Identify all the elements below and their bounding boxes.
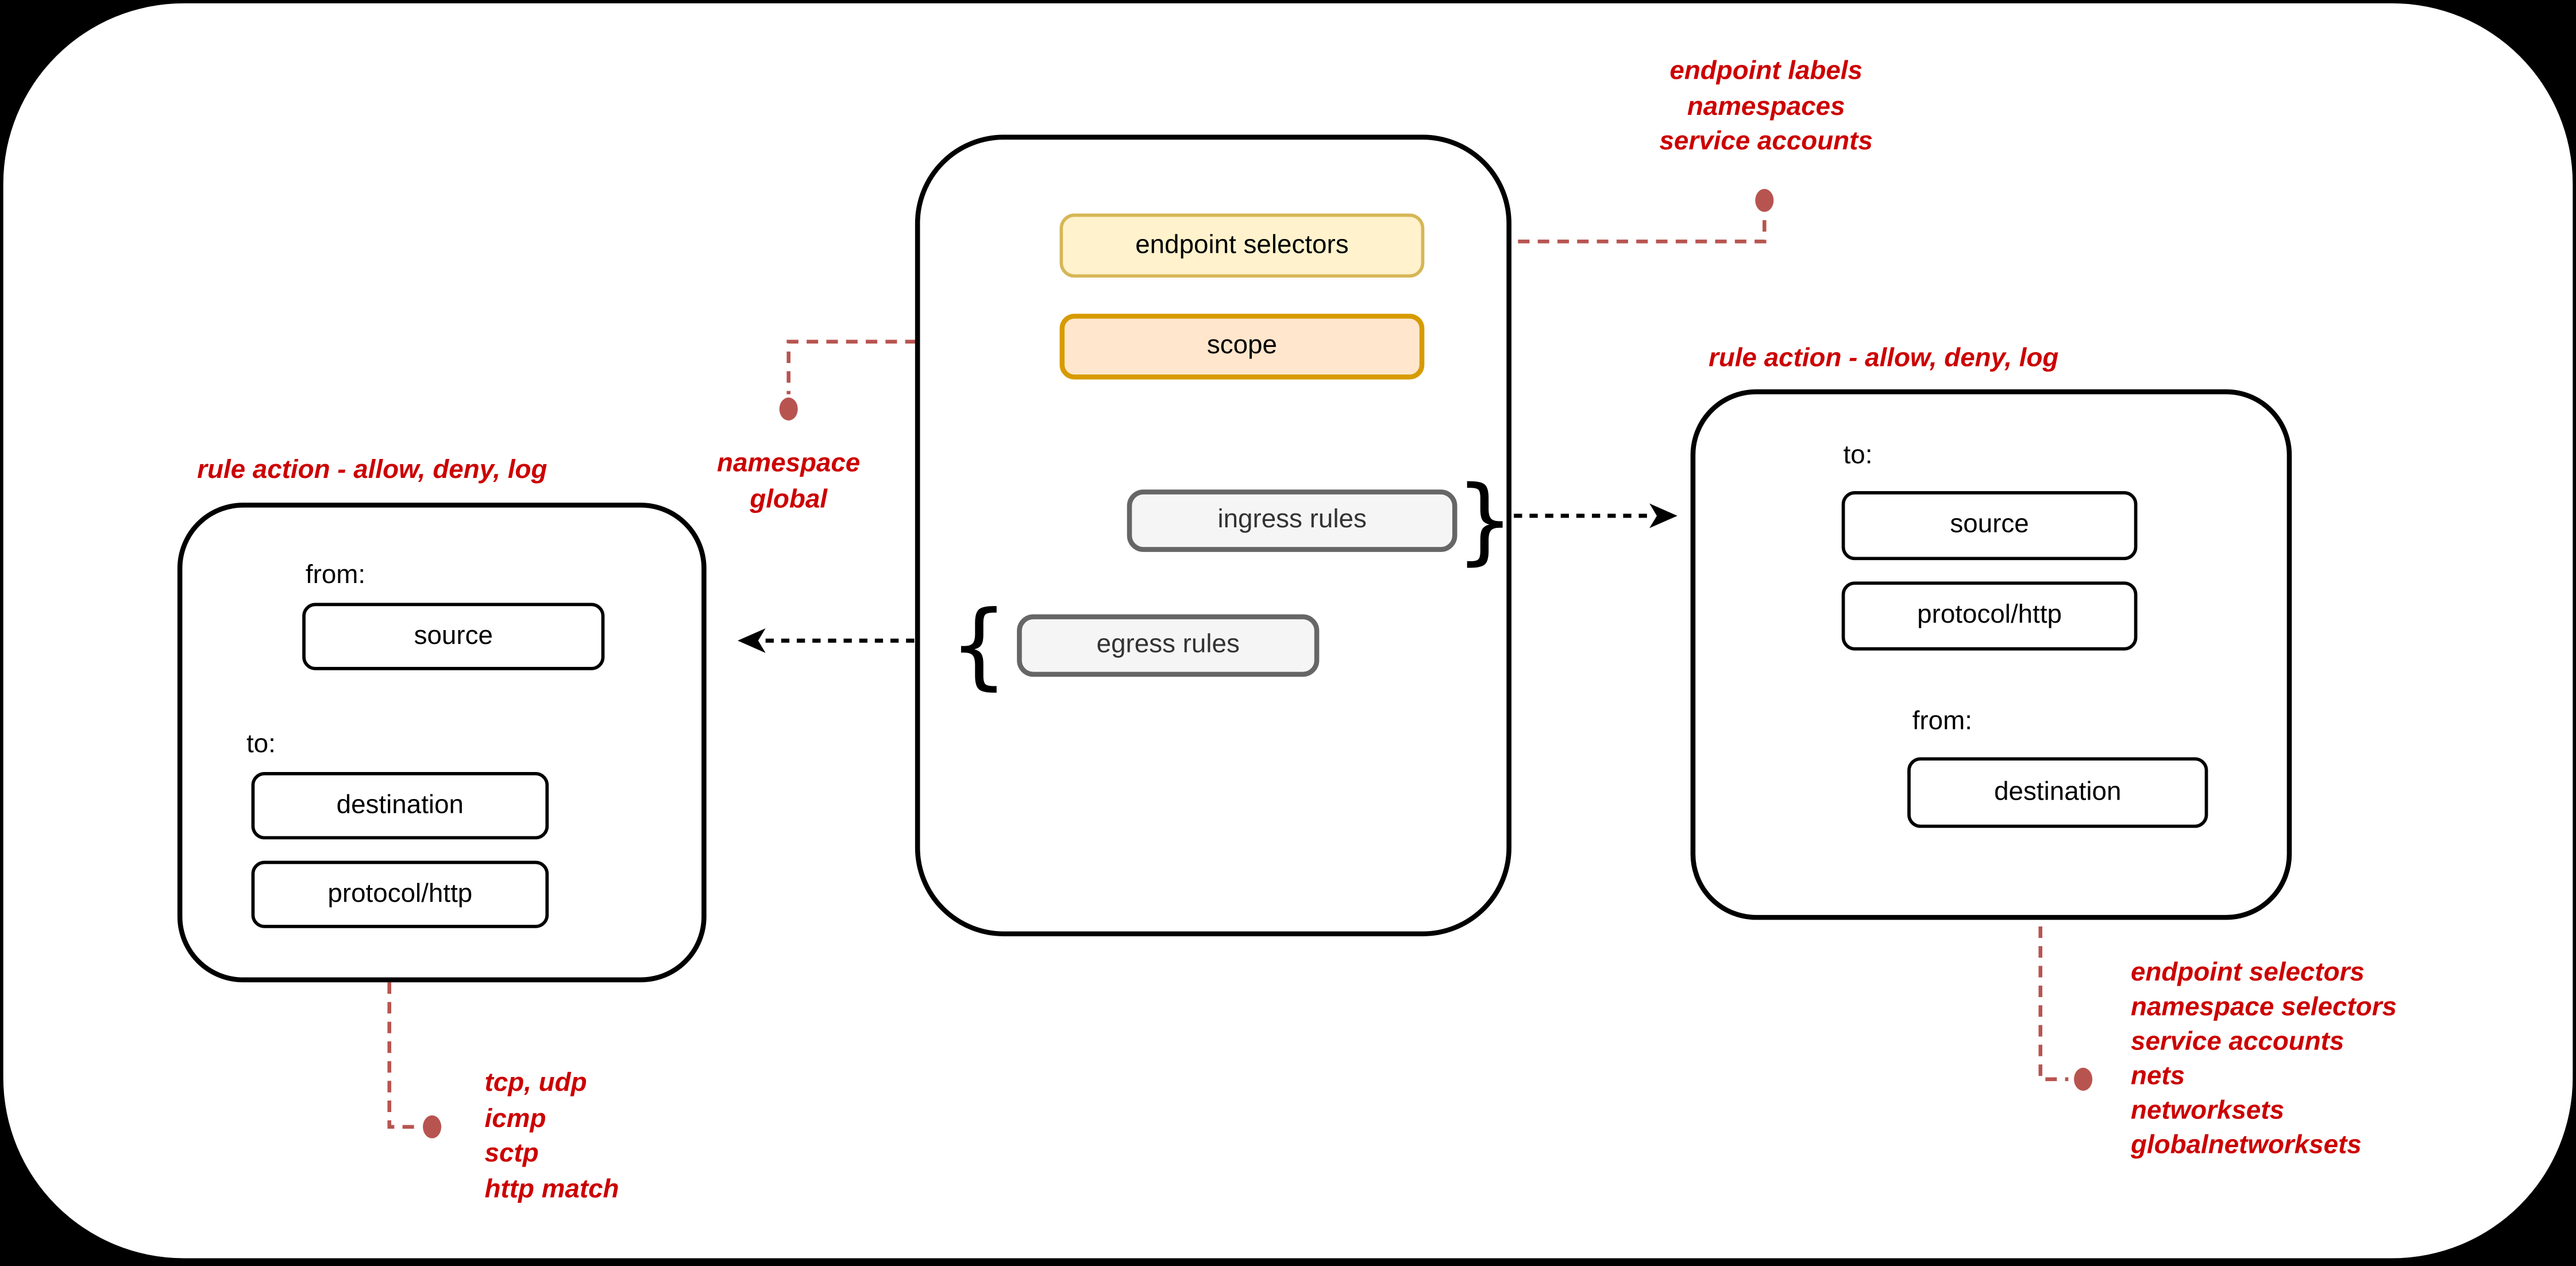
annotation-line: endpoint selectors — [2131, 959, 2365, 987]
scope-label: scope — [1206, 331, 1277, 360]
annotation-line: tcp, udp — [484, 1069, 587, 1098]
ingress-rule-box: to: source protocol/http from: destinati… — [1690, 389, 2292, 920]
annotation-line: namespace selectors — [2131, 994, 2397, 1022]
ingress-protocol-box: protocol/http — [1841, 581, 2138, 651]
policy-box: endpoint selectors scope ingress rules e… — [915, 134, 1511, 937]
ingress-source-label: source — [1950, 511, 2029, 539]
ingress-rules-box: ingress rules — [1127, 489, 1457, 552]
annotation-line: globalnetworksets — [2131, 1132, 2362, 1160]
endpoint-selectors-label: endpoint selectors — [1135, 230, 1349, 259]
egress-rule-box: from: source to: destination protocol/ht… — [177, 503, 707, 983]
annotation-line: sctp — [484, 1140, 539, 1168]
egress-destination-label: destination — [336, 790, 464, 819]
egress-rules-label: egress rules — [1096, 631, 1240, 659]
egress-brace: { — [949, 592, 1008, 701]
endpoint-selector-options-note: endpoint labels namespaces service accou… — [1602, 54, 1930, 160]
egress-to-label: to: — [246, 731, 276, 759]
ingress-destination-box: destination — [1907, 757, 2208, 828]
ingress-rules-label: ingress rules — [1217, 505, 1367, 534]
annotation-line: http match — [484, 1175, 619, 1203]
egress-rule-action-label: rule action - allow, deny, log — [197, 456, 547, 485]
ingress-protocol-label: protocol/http — [1917, 601, 2062, 630]
scope-box: scope — [1059, 314, 1425, 380]
endpoint-selectors-box: endpoint selectors — [1059, 213, 1425, 278]
annotation-line: namespace — [716, 450, 861, 478]
protocol-options-note: tcp, udp icmp sctp http match — [485, 1066, 619, 1207]
egress-protocol-label: protocol/http — [327, 879, 473, 908]
ingress-source-box: source — [1841, 491, 2138, 561]
scope-options-note: namespace global — [682, 447, 896, 518]
ingress-from-label: from: — [1912, 708, 1972, 736]
egress-from-label: from: — [305, 562, 366, 590]
annotation-line: service accounts — [2131, 1028, 2344, 1056]
annotation-line: service accounts — [1659, 128, 1873, 156]
annotation-line: namespaces — [1687, 92, 1845, 121]
egress-rules-box: egress rules — [1017, 614, 1320, 677]
annotation-line: icmp — [484, 1105, 546, 1133]
ingress-brace: } — [1455, 467, 1514, 576]
egress-destination-box: destination — [251, 772, 549, 840]
annotation-line: global — [750, 485, 827, 514]
egress-source-label: source — [414, 622, 493, 650]
egress-source-box: source — [302, 603, 605, 670]
ingress-to-label: to: — [1843, 442, 1873, 470]
ingress-destination-label: destination — [1994, 778, 2122, 806]
ingress-rule-action-label: rule action - allow, deny, log — [1709, 345, 2059, 373]
annotation-line: endpoint labels — [1669, 57, 1862, 86]
annotation-line: nets — [2131, 1063, 2185, 1091]
annotation-line: networksets — [2131, 1097, 2285, 1125]
egress-protocol-box: protocol/http — [251, 860, 549, 928]
destination-options-note: endpoint selectors namespace selectors s… — [2131, 956, 2397, 1163]
